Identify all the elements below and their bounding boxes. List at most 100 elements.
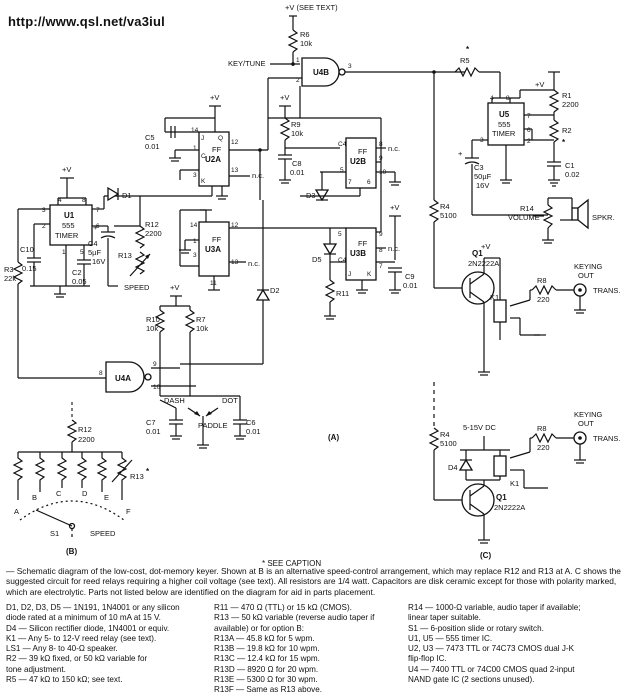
svg-text:3: 3 (42, 207, 46, 214)
u3b-plus-v: +V (390, 203, 399, 212)
c1-value: 0.02 (565, 170, 580, 179)
trans-label-top: TRANS. (593, 286, 621, 295)
q1-c-part: 2N2222A (494, 503, 525, 512)
u3b-label: U3B (350, 249, 366, 258)
r2-label: R2 (562, 126, 572, 135)
r13-label: R13 (118, 251, 132, 260)
k1-c-label: K1 (510, 479, 519, 488)
caption-line: U1, U5 — 555 timer IC. (408, 633, 493, 643)
r7-value: 10k (196, 324, 208, 333)
r3-label: R3 (4, 265, 14, 274)
u5-timer: U5 555 TIMER 4 8 7 6 3 2 (480, 95, 531, 146)
switch-pos-d: D (82, 489, 88, 498)
caption-line: flip-flop IC. (408, 654, 447, 664)
caption-line: R13F — Same as R13 above. (214, 685, 322, 694)
r1-value: 2200 (562, 100, 579, 109)
u1-label: U1 (64, 211, 75, 220)
c10-value: 0.15 (22, 264, 37, 273)
u4a-nand-gate: U4A 8 9 10 (99, 361, 161, 393)
switch-pos-e: E (104, 493, 109, 502)
r3-value: 22k (4, 274, 16, 283)
caption-line: D4 — Silicon rectifier diode, 1N4001 or … (6, 623, 170, 633)
section-c-label: (C) (480, 551, 491, 560)
caption-line: R5 — 47 kΩ to 150 kΩ; see text. (6, 675, 123, 685)
svg-text:12: 12 (231, 139, 239, 146)
u5-555: 555 (498, 120, 511, 129)
svg-text:Q: Q (218, 135, 223, 142)
u2a-label: U2A (205, 155, 221, 164)
trans-label-c: TRANS. (593, 434, 621, 443)
r7-plus-v: +V (170, 283, 179, 292)
c5-capacitor: C5 0.01 (145, 126, 176, 151)
spkr-label: SPKR. (592, 213, 615, 222)
caption-line: U2, U3 — 7473 TTL or 74C73 CMOS dual J-K (408, 644, 574, 654)
d4-diode: D4 (448, 450, 500, 481)
paddle-switch[interactable]: PADDLE (187, 407, 227, 445)
c6-label: C6 (246, 418, 256, 427)
svg-text:1: 1 (193, 238, 197, 245)
caption-line: available) or for option B: (214, 623, 304, 633)
c3-value: 50µF (474, 172, 492, 181)
u4b-nand-gate: U4B 1 2 3 (268, 57, 352, 87)
c3-capacitor: + C3 50µF 16V (458, 139, 492, 215)
svg-text:K: K (367, 271, 372, 278)
svg-text:1: 1 (62, 249, 66, 256)
c8-capacitor: C8 0.01 (278, 154, 305, 184)
section-b-label: (B) (66, 547, 77, 556)
d5-diode: D5 (312, 243, 338, 264)
caption-parts-col1: D1, D2, D3, D5 — 1N191, 1N4001 or any si… (6, 603, 180, 685)
s1-speed-switch[interactable]: A B C D E F S1 SPEED (14, 489, 131, 540)
caption-line: D1, D2, D3, D5 — 1N191, 1N4001 or any si… (6, 603, 180, 612)
u2a-ff: FF (212, 145, 222, 154)
c3-voltage: 16V (476, 181, 489, 190)
r13-speed-pot: R13 SPEED (118, 251, 151, 292)
out-label-c: OUT (578, 419, 594, 428)
c1-label: C1 (565, 161, 575, 170)
d1-diode: D1 (107, 186, 132, 202)
c9-capacitor: C9 0.01 (388, 267, 418, 294)
caption-line: R13B — 19.8 kΩ for 10 wpm. (214, 644, 320, 654)
key-tune-label: KEY/TUNE (228, 59, 266, 68)
r12-b-label: R12 (78, 425, 92, 434)
svg-text:C4: C4 (338, 257, 347, 264)
switch-pos-a: A (14, 507, 19, 516)
u3a-label: U3A (205, 245, 221, 254)
svg-text:14: 14 (191, 127, 199, 134)
s1-label: S1 (50, 529, 59, 538)
plus-v-see-text-label: +V (SEE TEXT) (285, 3, 338, 12)
keying-out-jack-c: KEYING OUT TRANS. (573, 410, 621, 464)
r5-star: * (466, 45, 470, 54)
c9-value: 0.01 (403, 281, 418, 290)
r5-resistor: R5 (454, 56, 501, 98)
plus-v-see-text: +V (SEE TEXT) (285, 3, 338, 30)
caption-line: LS1 — Any 8- to 40-Ω speaker. (6, 644, 118, 654)
website-url[interactable]: http://www.qsl.net/va3iul (8, 14, 165, 29)
see-caption-note: * SEE CAPTION (262, 559, 322, 568)
caption-line: R13A — 45.8 kΩ for 5 wpm. (214, 633, 315, 643)
r2-resistor: R2 * (548, 119, 572, 147)
k1-relay: K1 (490, 293, 546, 340)
r8-c-label: R8 (537, 424, 547, 433)
r8-resistor-c: R8 220 (529, 424, 574, 452)
u1-timer-label: TIMER (55, 231, 79, 240)
c5-value: 0.01 (145, 142, 160, 151)
c4-capacitor: + C4 5µF 16V (88, 223, 116, 286)
svg-text:3: 3 (193, 252, 197, 259)
u2a-flip-flop: U2A FF 14 1 3 12 13 J C K Q (191, 127, 239, 187)
svg-text:3: 3 (193, 172, 197, 179)
dash-label: DASH (164, 396, 185, 405)
switch-pos-c: C (56, 489, 62, 498)
keying-out-jack-top: KEYING OUT TRANS. (573, 262, 621, 314)
c7-capacitor: C7 0.01 (146, 408, 183, 440)
u3b-flip-flop: U3B FF 5 C4 9 8 7 J K (338, 227, 383, 281)
c7-label: C7 (146, 418, 156, 427)
keying-label-top: KEYING (574, 262, 603, 271)
schematic-diagram: +V (SEE TEXT) R6 10k KEY/TUNE U4B 1 2 3 … (4, 3, 621, 560)
r7-label: R7 (196, 315, 206, 324)
r1-resistor: R1 2200 (548, 89, 579, 113)
c10-label: C10 (20, 245, 34, 254)
svg-text:1: 1 (296, 57, 300, 64)
r4-value: 5100 (440, 211, 457, 220)
supply-5-15v: 5-15V DC (463, 423, 497, 432)
r10-resistor: R10 10k (146, 309, 166, 333)
